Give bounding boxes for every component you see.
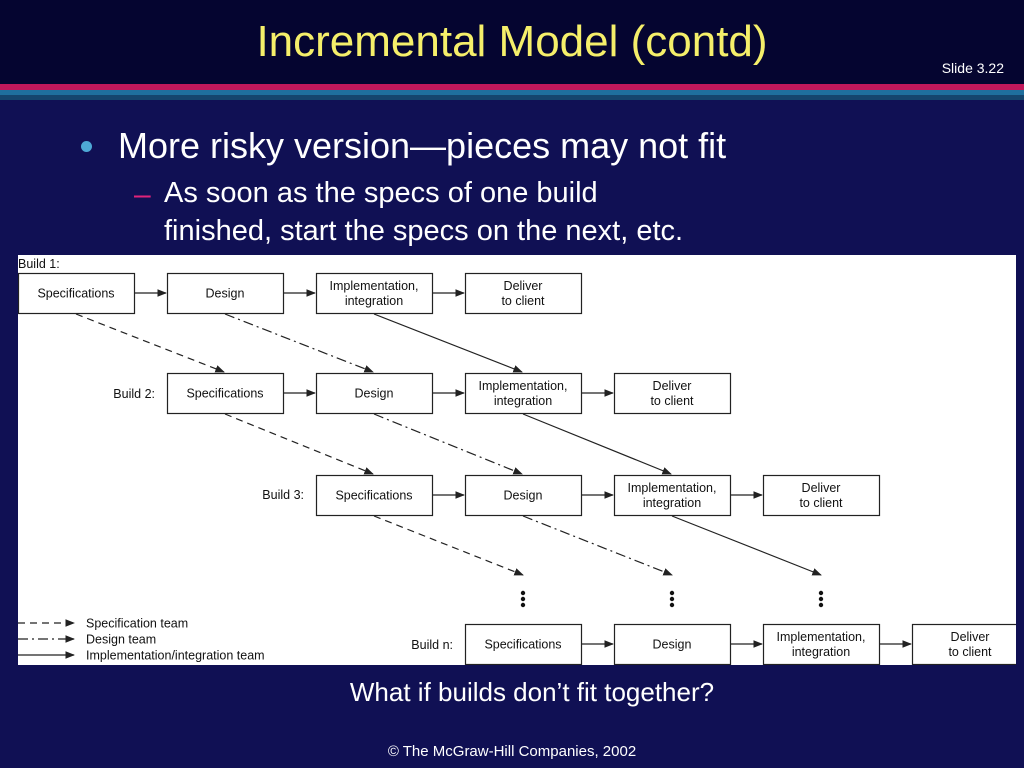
stage-label-4-4-2: to client (948, 645, 992, 659)
stage-box-1-3 (315, 272, 434, 315)
stage-label-2-4-2: to client (650, 394, 694, 408)
team-arrow-3-3 (671, 515, 822, 576)
stage-label-3-3-1: Implementation, (628, 481, 717, 495)
team-arrow-3-1 (373, 515, 524, 576)
ellipsis-dot-3-3 (818, 602, 824, 608)
question-text: What if builds don’t fit together? (349, 677, 715, 707)
build-label-3: Build 3: (262, 488, 304, 502)
stage-box-3-3 (613, 474, 732, 517)
copyright-footer: © The McGraw-Hill Companies, 2002 (387, 743, 637, 760)
ellipsis-dot-3-1 (818, 590, 824, 596)
stage-box-1-4 (464, 272, 583, 315)
ellipsis-dot-2-3 (669, 602, 675, 608)
ellipsis-dot-1-3 (520, 602, 526, 608)
stage-box-1-1 (18, 272, 136, 315)
sub-bullet-dash-icon: – (134, 178, 151, 211)
slide-number: Slide 3.22 (941, 60, 1004, 76)
team-arrow-1-3 (373, 313, 523, 373)
accent-stripe-magenta (0, 84, 1024, 90)
stage-label-2-1-1: Specifications (186, 387, 263, 401)
team-arrow-2-2 (373, 413, 523, 475)
team-arrow-1-2 (224, 313, 374, 373)
build-label-1: Build 1: (18, 257, 60, 271)
ellipsis-dot-2-1 (669, 590, 675, 596)
title-bar (0, 0, 1024, 84)
accent-stripe-blue (0, 95, 1024, 100)
legend-label-3: Implementation/integration team (86, 649, 265, 663)
slide-title: Incremental Model (contd) (256, 17, 768, 66)
stage-box-2-1 (166, 372, 285, 415)
accent-stripe-teal (0, 90, 1024, 95)
ellipsis-dot-1-2 (520, 596, 526, 602)
stage-label-1-2-1: Design (206, 287, 245, 301)
stage-label-3-1-1: Specifications (335, 489, 412, 503)
stage-label-3-3-2: integration (643, 496, 701, 510)
stage-box-2-3 (464, 372, 583, 415)
stage-label-2-4-1: Deliver (653, 379, 692, 393)
sub-bullet-line-1: As soon as the specs of one build (164, 177, 598, 209)
stage-label-4-2-1: Design (653, 638, 692, 652)
stage-label-3-4-2: to client (799, 496, 843, 510)
stage-label-3-4-1: Deliver (802, 481, 841, 495)
ellipsis-dot-1-1 (520, 590, 526, 596)
legend-label-2: Design team (86, 633, 156, 647)
team-arrow-2-1 (224, 413, 374, 475)
stage-box-4-1 (464, 623, 583, 665)
stage-label-2-3-2: integration (494, 394, 552, 408)
stage-box-4-3 (762, 623, 881, 665)
stage-label-1-4-1: Deliver (504, 279, 543, 293)
sub-bullet-line-2: finished, start the specs on the next, e… (164, 215, 684, 247)
stage-label-4-3-1: Implementation, (777, 630, 866, 644)
bullet-main: More risky version—pieces may not fit (118, 125, 727, 166)
stage-label-4-4-1: Deliver (951, 630, 990, 644)
stage-label-1-4-2: to client (501, 294, 545, 308)
ellipsis-dot-2-2 (669, 596, 675, 602)
stage-box-3-4 (762, 474, 881, 517)
stage-box-3-1 (315, 474, 434, 517)
stage-box-1-2 (166, 272, 285, 315)
legend-label-1: Specification team (86, 617, 188, 631)
stage-label-2-3-1: Implementation, (479, 379, 568, 393)
build-label-2: Build 2: (113, 387, 155, 401)
stage-box-3-2 (464, 474, 583, 517)
stage-label-2-2-1: Design (355, 387, 394, 401)
stage-box-4-4 (911, 623, 1016, 665)
stage-label-4-1-1: Specifications (484, 638, 561, 652)
team-arrow-3-2 (522, 515, 673, 576)
stage-label-1-3-2: integration (345, 294, 403, 308)
bullet-dot-icon (81, 141, 92, 152)
stage-box-4-2 (613, 623, 732, 665)
stage-label-4-3-2: integration (792, 645, 850, 659)
team-arrow-2-3 (522, 413, 672, 475)
stage-label-1-3-1: Implementation, (330, 279, 419, 293)
ellipsis-dot-3-2 (818, 596, 824, 602)
stage-box-2-4 (613, 372, 732, 415)
build-label-4: Build n: (411, 638, 453, 652)
stage-label-3-2-1: Design (504, 489, 543, 503)
stage-label-1-1-1: Specifications (37, 287, 114, 301)
team-arrow-1-1 (75, 313, 225, 373)
stage-box-2-2 (315, 372, 434, 415)
